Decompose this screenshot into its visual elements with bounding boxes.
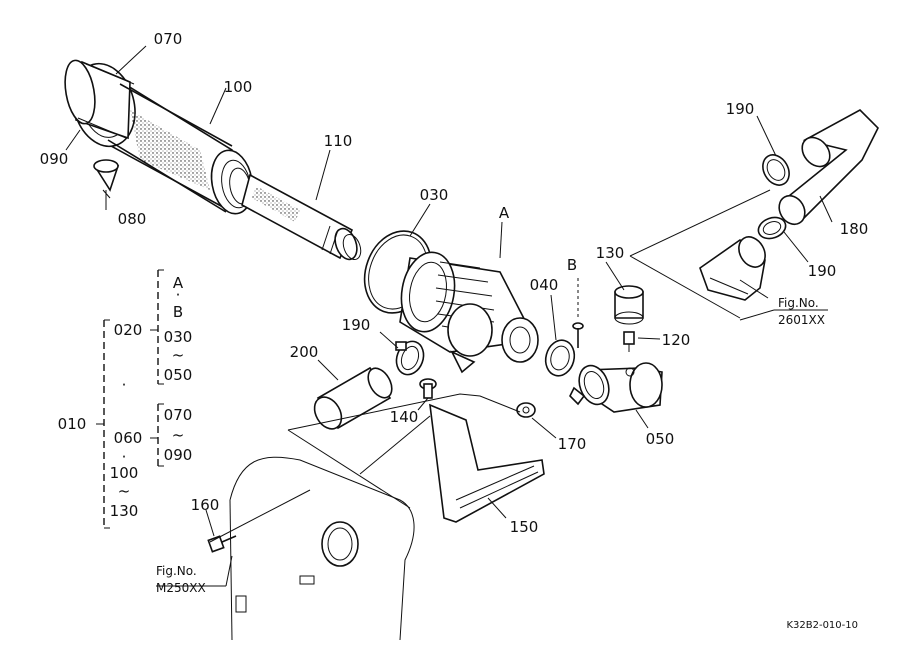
label-100: 100 [224, 78, 253, 96]
bonnet-panel-drawing [229, 456, 415, 641]
nut-170-drawing [516, 402, 536, 418]
label-b: B [567, 256, 577, 274]
label-040: 040 [530, 276, 559, 294]
tree-a: A [173, 274, 184, 292]
intake-manifold-ref-drawing [699, 236, 766, 301]
clamp-190-right-drawing [757, 216, 787, 240]
bolt-140-drawing [419, 378, 437, 399]
bolt-160-drawing [207, 535, 237, 553]
clamp-190-bottom-drawing [395, 340, 425, 376]
label-090: 090 [40, 150, 69, 168]
tree-tilde-1: ~ [118, 482, 131, 500]
pipe-110-drawing [241, 173, 362, 261]
fitting-120-drawing [623, 331, 635, 352]
hose-180-drawing [778, 109, 879, 226]
tree-090: 090 [164, 446, 193, 464]
label-190-bottom: 190 [342, 316, 371, 334]
label-160: 160 [191, 496, 220, 514]
label-120: 120 [662, 331, 691, 349]
label-080: 080 [118, 210, 147, 228]
label-140: 140 [390, 408, 419, 426]
fig-ref-m250-number: M250XX [156, 581, 206, 595]
tree-070: 070 [164, 406, 193, 424]
label-190-right: 190 [808, 262, 837, 280]
label-030: 030 [420, 186, 449, 204]
label-200: 200 [290, 343, 319, 361]
label-a: A [499, 204, 510, 222]
clamp-040-drawing [544, 339, 576, 377]
tree-dot-1: · [122, 376, 127, 394]
clamp-190-top-drawing [762, 154, 790, 186]
fig-ref-2601-number: 2601XX [778, 313, 825, 327]
tree-030: 030 [164, 328, 193, 346]
bolt-b-drawing [572, 278, 584, 348]
tree-tilde-3: ~ [172, 426, 185, 444]
label-070: 070 [154, 30, 183, 48]
tree-010: 010 [58, 415, 87, 433]
tree-050: 050 [164, 366, 193, 384]
fig-ref-m250-label: Fig.No. [156, 564, 197, 578]
tree-130: 130 [110, 502, 139, 520]
assembly-tree: 010 020 · 060 · 100 ~ 130 A · B 030 ~ 05… [58, 269, 193, 529]
stay-150-drawing [429, 403, 545, 523]
label-050: 050 [646, 430, 675, 448]
tree-dot-3: · [176, 286, 181, 304]
fig-ref-2601-label: Fig.No. [778, 296, 819, 310]
dust-indicator-drawing [614, 285, 644, 325]
elbow-050-drawing [569, 362, 663, 413]
label-170: 170 [558, 435, 587, 453]
tree-b: B [173, 303, 183, 321]
tree-tilde-2: ~ [172, 346, 185, 364]
hose-200-drawing [313, 366, 393, 430]
tree-060: 060 [114, 429, 143, 447]
label-130: 130 [596, 244, 625, 262]
label-190-top: 190 [726, 100, 755, 118]
leader-lines [65, 45, 833, 587]
cleaner-cover-drawing [399, 251, 539, 374]
drawing-code: K32B2-010-10 [786, 620, 858, 631]
label-180: 180 [840, 220, 869, 238]
tree-020: 020 [114, 321, 143, 339]
tree-100: 100 [110, 464, 139, 482]
label-150: 150 [510, 518, 539, 536]
label-110: 110 [324, 132, 353, 150]
tree-dot-2: · [122, 448, 127, 466]
